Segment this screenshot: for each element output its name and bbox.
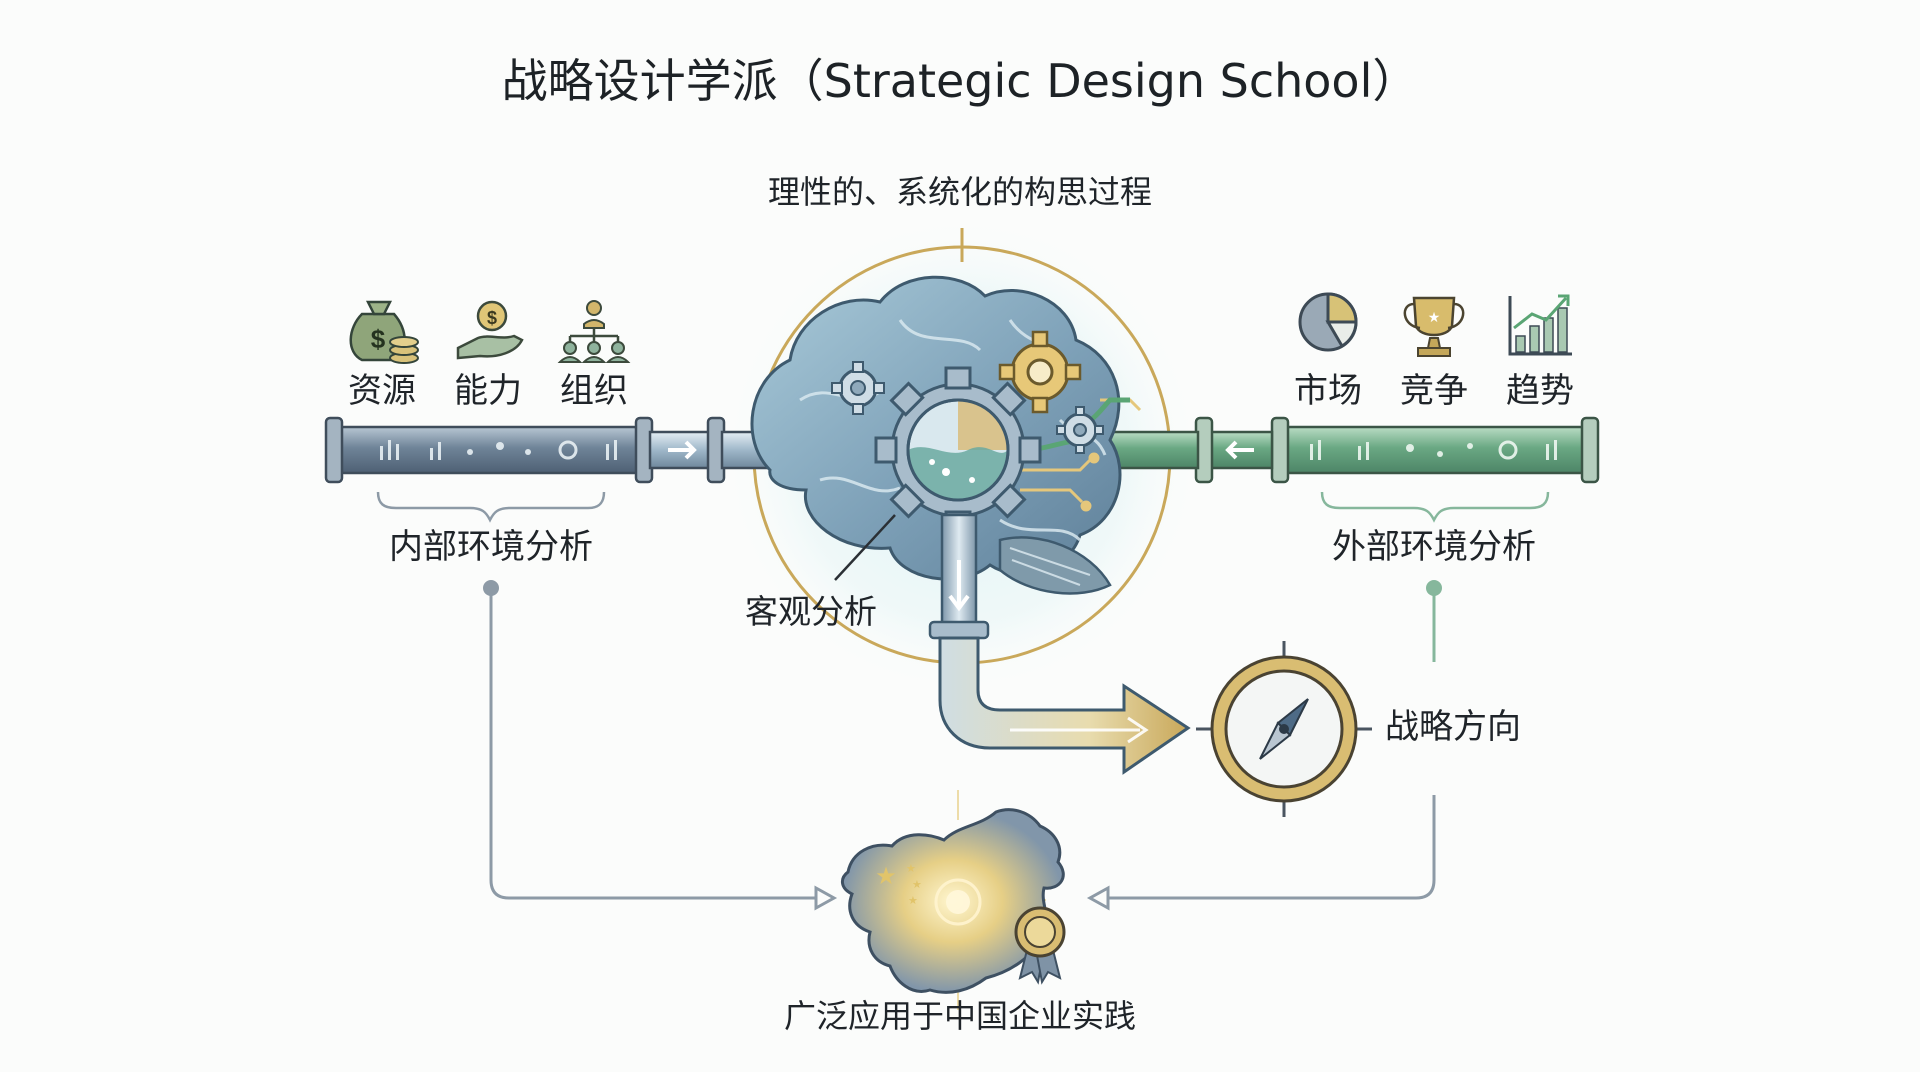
- external-analysis-label: 外部环境分析: [1332, 527, 1536, 567]
- internal-connector: [648, 416, 726, 484]
- svg-text:$: $: [487, 308, 497, 328]
- strategic-direction-label: 战略方向: [1385, 707, 1521, 747]
- svg-text:★: ★: [906, 862, 916, 875]
- main-gear-lens-icon: [874, 366, 1042, 534]
- brain-stem: [998, 536, 1112, 595]
- small-gear-icon: [1056, 406, 1104, 454]
- pie-chart-icon: [1298, 292, 1358, 352]
- hand-coin-icon: $: [456, 300, 524, 360]
- internal-analysis-label: 内部环境分析: [389, 527, 593, 567]
- growth-chart-icon: [1508, 294, 1572, 356]
- china-map-icon: ★ ★ ★ ★: [841, 790, 1065, 1010]
- money-bag-icon: $: [349, 300, 419, 364]
- internal-brace: [376, 491, 606, 523]
- objective-analysis-label: 客观分析: [745, 592, 877, 631]
- gold-gear-icon: [998, 330, 1082, 414]
- external-to-practice-line: [1086, 580, 1442, 911]
- svg-text:★: ★: [1428, 310, 1441, 326]
- svg-text:★: ★: [912, 878, 922, 891]
- external-item-label: 趋势: [1506, 371, 1574, 411]
- external-pipe: [1270, 416, 1600, 484]
- svg-text:★: ★: [908, 894, 918, 907]
- internal-to-practice-line: [483, 580, 838, 911]
- svg-text:$: $: [371, 324, 386, 354]
- org-chart-icon: [557, 300, 631, 363]
- trophy-icon: ★: [1403, 296, 1465, 357]
- award-medal-icon: [1014, 906, 1066, 985]
- practice-label: 广泛应用于中国企业实践: [783, 997, 1136, 1035]
- output-pipe: [928, 513, 990, 640]
- svg-text:★: ★: [875, 862, 897, 890]
- brain-gears-icon: [750, 275, 1142, 595]
- internal-pipe: [324, 416, 654, 484]
- external-item-label: 市场: [1294, 371, 1362, 411]
- internal-item-label: 资源: [348, 371, 416, 411]
- page-title: 战略设计学派（Strategic Design School）: [501, 54, 1419, 108]
- compass-icon: [1196, 641, 1372, 817]
- small-gear-icon: [831, 361, 885, 415]
- external-item-label: 竞争: [1400, 371, 1468, 411]
- external-brace: [1320, 491, 1550, 523]
- internal-item-label: 组织: [560, 371, 628, 411]
- external-connector: [1098, 416, 1274, 484]
- internal-item-label: 能力: [454, 371, 522, 411]
- output-arrow: [938, 636, 1191, 775]
- process-subtitle: 理性的、系统化的构思过程: [767, 173, 1152, 211]
- objective-pointer: [834, 514, 896, 581]
